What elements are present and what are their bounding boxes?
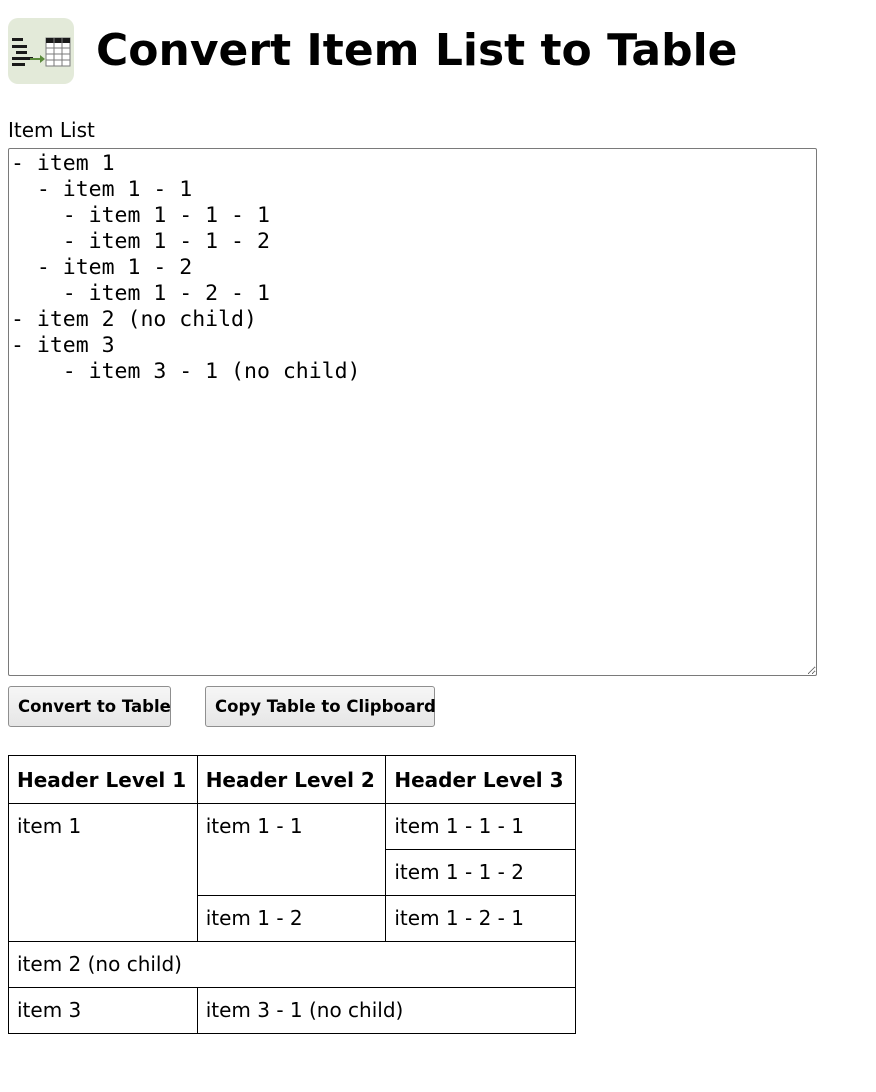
table-cell-text: item 1 - 1 - 1: [394, 814, 524, 838]
table-cell: item 1: [8, 803, 198, 942]
table-cell-text: item 3 - 1 (no child): [205, 998, 404, 1022]
table-cell: item 1 - 1: [196, 803, 387, 896]
table-cell: item 2 (no child): [8, 941, 576, 988]
table-cell: item 1 - 1 - 2: [385, 849, 576, 896]
item-list-textarea[interactable]: - item 1 - item 1 - 1 - item 1 - 1 - 1 -…: [8, 148, 817, 676]
table-cell-text: item 3: [17, 998, 82, 1022]
item-list-label: Item List: [8, 118, 95, 142]
table-cell-text: item 1 - 2: [205, 906, 303, 930]
table-cell: item 1 - 1 - 1: [385, 803, 576, 850]
table-header-cell: Header Level 3: [385, 755, 576, 804]
table-cell: item 3 - 1 (no child): [196, 987, 577, 1034]
result-table: Header Level 1 Header Level 2 Header Lev…: [8, 755, 577, 1034]
copy-table-button[interactable]: Copy Table to Clipboard: [205, 686, 436, 727]
table-row: item 2 (no child): [8, 941, 576, 988]
table-cell: item 1 - 2 - 1: [385, 895, 576, 942]
table-cell: item 1 - 2: [196, 895, 387, 942]
table-cell-text: item 1 - 2 - 1: [394, 906, 524, 930]
table-row: item 1 item 1 - 1 item 1 - 1 - 1: [8, 803, 576, 942]
convert-to-table-button[interactable]: Convert to Table: [8, 686, 171, 727]
table-cell-text: item 1: [17, 814, 82, 838]
table-header-cell: Header Level 2: [196, 755, 387, 804]
table-cell: item 3: [8, 987, 198, 1034]
table-cell-text: item 1 - 1: [205, 814, 303, 838]
table-row: item 3 item 3 - 1 (no child): [8, 987, 577, 1034]
table-header-row: Header Level 1 Header Level 2 Header Lev…: [8, 755, 576, 804]
list-to-table-icon: [8, 18, 74, 84]
table-cell-text: item 2 (no child): [17, 952, 182, 976]
page-header: Convert Item List to Table: [8, 18, 738, 84]
table-cell-text: item 1 - 1 - 2: [394, 860, 524, 884]
page-title: Convert Item List to Table: [96, 25, 738, 76]
table-header-cell: Header Level 1: [8, 755, 198, 804]
